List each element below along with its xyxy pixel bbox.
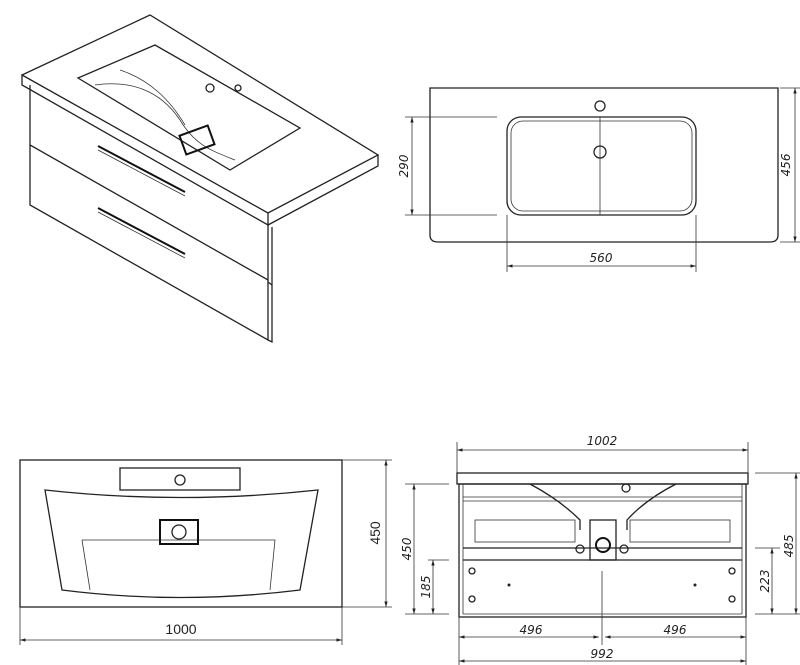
bottom-view: 450 1000 <box>19 459 392 645</box>
dim-cabinet-width: 992 <box>591 647 614 661</box>
dim-bottom-width: 1000 <box>165 621 196 637</box>
dim-top-width: 1002 <box>587 434 618 448</box>
back-view: 1002 450 185 485 223 496 496 992 <box>400 434 800 665</box>
dim-total-height: 485 <box>782 535 796 558</box>
dim-total-depth: 456 <box>779 153 793 176</box>
dim-half-right: 496 <box>664 623 687 637</box>
dim-height-185: 185 <box>419 576 433 599</box>
dim-cabinet-height: 450 <box>400 537 414 560</box>
dim-height-223: 223 <box>758 570 772 593</box>
dim-basin-width: 560 <box>590 251 613 265</box>
top-view: 290 456 560 <box>397 87 800 272</box>
isometric-view <box>20 14 380 344</box>
dim-half-left: 496 <box>520 623 543 637</box>
dim-bottom-depth: 450 <box>367 521 383 545</box>
dim-basin-depth: 290 <box>397 154 411 177</box>
